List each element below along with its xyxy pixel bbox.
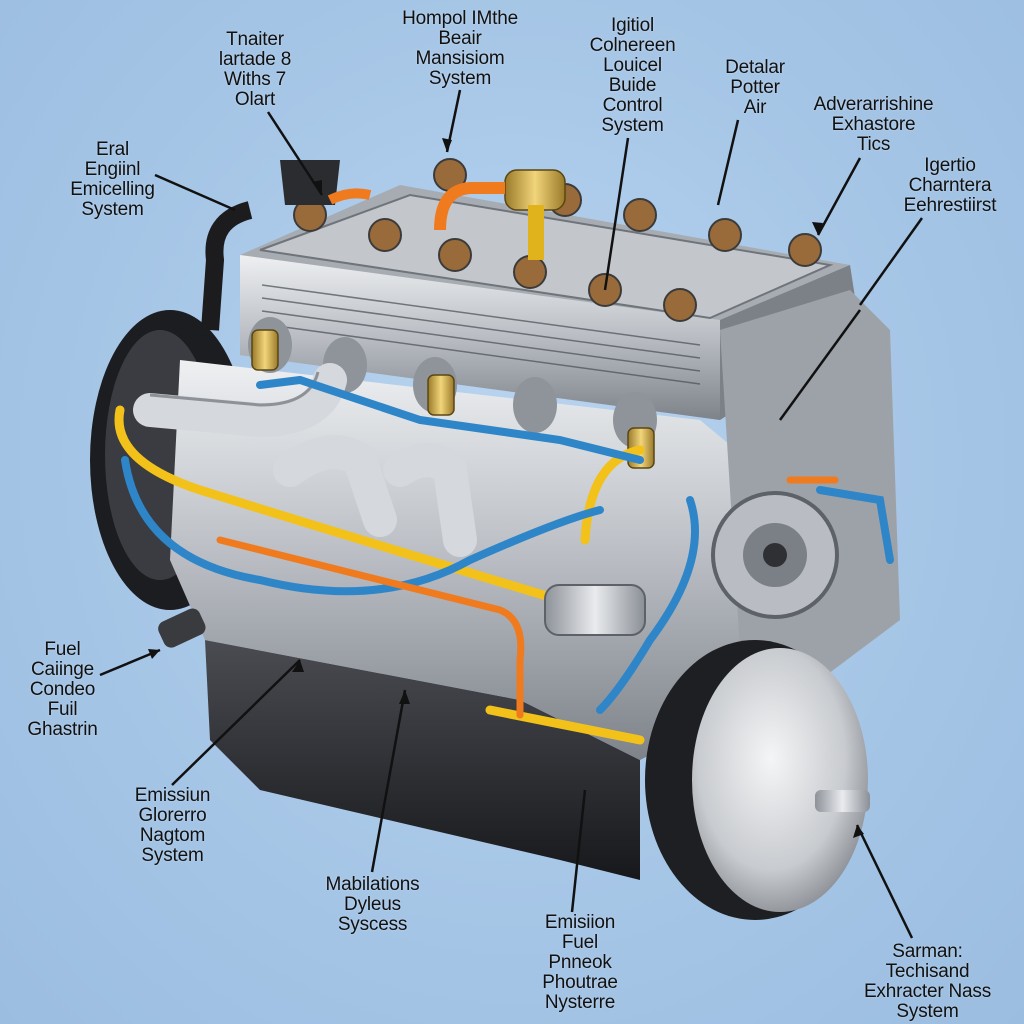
label-fuel: Fuel Caiinge Condeo Fuil Ghastrin bbox=[15, 640, 110, 740]
label-trailer: Tnaiter lartade 8 Withs 7 Olart bbox=[195, 30, 315, 110]
label-detalar: Detalar Potter Air bbox=[705, 58, 805, 118]
label-line: Condeo bbox=[29, 679, 96, 700]
label-line: System bbox=[896, 1001, 959, 1022]
label-line: Igertio bbox=[924, 155, 976, 176]
callout-lines bbox=[99, 89, 924, 939]
label-adverar: Adverarrishine Exhastore Tics bbox=[796, 95, 951, 155]
coolant-line-blue bbox=[121, 375, 894, 714]
label-line: System bbox=[81, 199, 144, 220]
label-igitiol: Igitiol Colnereen Louicel Buide Control … bbox=[570, 16, 695, 136]
timing-cover bbox=[720, 290, 900, 680]
label-line: Nysterre bbox=[544, 992, 616, 1013]
label-line: Fuil bbox=[47, 699, 78, 720]
label-line: Caiinge bbox=[30, 659, 95, 680]
label-line: Emicelling bbox=[70, 179, 155, 200]
label-line: Mabilations bbox=[325, 874, 420, 895]
label-line: Detalar bbox=[725, 57, 785, 78]
label-line: Beair bbox=[438, 28, 482, 49]
label-line: Ghastrin bbox=[27, 719, 98, 740]
label-line: Eehrestiirst bbox=[903, 195, 997, 216]
label-line: Olart bbox=[234, 89, 276, 110]
label-line: Engiinl bbox=[84, 159, 141, 180]
label-line: Control bbox=[602, 95, 663, 116]
label-line: Adverarrishine bbox=[813, 94, 934, 115]
label-mabilations: Mabilations Dyleus Syscess bbox=[305, 875, 440, 935]
label-line: Emissiun bbox=[134, 785, 211, 806]
label-line: Buide bbox=[608, 75, 657, 96]
label-line: Tics bbox=[856, 134, 891, 155]
label-eral: Eral Engiinl Emicelling System bbox=[55, 140, 170, 220]
label-line: Potter bbox=[730, 77, 780, 98]
label-line: Charntera bbox=[908, 175, 992, 196]
label-line: Emisiion bbox=[544, 912, 616, 933]
label-igertio: Igertio Charntera Eehrestiirst bbox=[885, 156, 1015, 216]
label-line: Glorerro bbox=[138, 805, 207, 826]
label-line: Exhastore bbox=[831, 114, 916, 135]
label-line: Fuel bbox=[44, 639, 81, 660]
label-line: Eral bbox=[96, 139, 129, 160]
oil-pan bbox=[205, 640, 640, 880]
label-line: Fuel bbox=[561, 932, 599, 953]
label-line: Sarman: bbox=[892, 941, 963, 962]
label-line: Withs 7 bbox=[224, 69, 286, 90]
label-line: Syscess bbox=[337, 914, 408, 935]
label-line: lartade 8 bbox=[218, 49, 292, 70]
label-emission: Emissiun Glorerro Nagtom System bbox=[115, 786, 230, 866]
label-line: System bbox=[428, 68, 492, 89]
label-line: Dyleus bbox=[344, 894, 401, 915]
label-line: Techisand bbox=[885, 961, 970, 982]
label-line: System bbox=[601, 115, 664, 136]
label-line: System bbox=[141, 845, 204, 866]
label-line: Exhracter Nass bbox=[863, 981, 992, 1002]
label-line: Phoutrae bbox=[542, 972, 618, 993]
label-line: Igitiol bbox=[611, 15, 654, 36]
valve-cover bbox=[259, 193, 834, 320]
label-line: Pnneok bbox=[548, 952, 612, 973]
label-sarman: Sarman: Techisand Exhracter Nass System bbox=[840, 942, 1015, 1022]
label-hompol: Hompol IMthe Beair Mansisiom System bbox=[380, 9, 540, 89]
label-line: Mansisiom bbox=[415, 48, 505, 69]
label-line: Tnaiter bbox=[226, 29, 284, 50]
label-line: Nagtom bbox=[139, 825, 206, 846]
label-line: Colnereen bbox=[589, 35, 676, 56]
label-emisiion: Emisiion Fuel Pnneok Phoutrae Nysterre bbox=[520, 913, 640, 1013]
label-line: Louicel bbox=[603, 55, 662, 76]
fuel-line-yellow bbox=[114, 405, 645, 745]
label-line: Hompol IMthe bbox=[402, 8, 518, 29]
label-line: Air bbox=[743, 97, 767, 118]
oil-line-orange bbox=[216, 476, 839, 719]
